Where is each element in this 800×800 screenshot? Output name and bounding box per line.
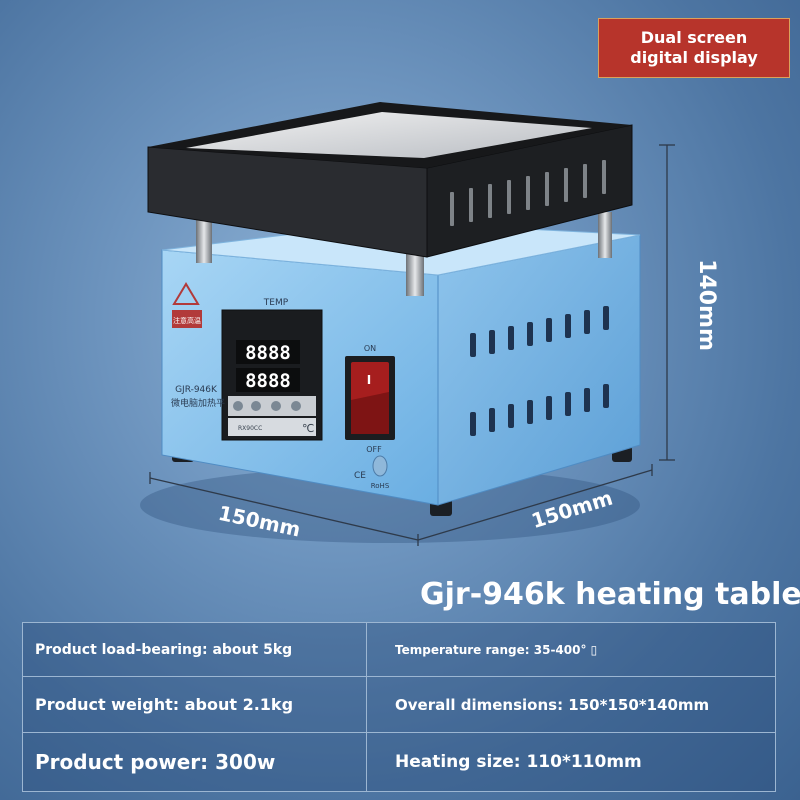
down-button-icon: [271, 401, 281, 411]
product-title: Gjr-946k heating table: [420, 577, 800, 612]
controller-brand: RX90CC: [238, 425, 262, 432]
product-illustration: 注意高温 TEMP 8888 8888 RX90CC ℃ GJR-946K 微电…: [140, 102, 719, 546]
unit-symbol: ℃: [302, 422, 314, 435]
rohs-leaf-icon: RoHS: [371, 455, 390, 490]
spec-heating-size: Heating size: 110*110mm: [395, 752, 642, 772]
ce-mark: CE: [354, 471, 366, 481]
spec-power: Product power: 300w: [23, 733, 367, 791]
display-sv: 8888: [245, 370, 291, 392]
badge-line-1: Dual screen: [640, 28, 748, 47]
warning-sticker-text: 注意高温: [173, 316, 201, 325]
warning-sticker-icon: 注意高温: [172, 282, 202, 328]
temperature-controller: TEMP 8888 8888 RX90CC ℃: [221, 298, 323, 441]
switch-symbol: I: [367, 373, 371, 387]
switch-off-label: OFF: [366, 445, 382, 454]
shift-button-icon: [251, 401, 261, 411]
spec-overall-dimensions: Overall dimensions: 150*150*140mm: [367, 677, 775, 733]
model-label: GJR-946K: [175, 385, 218, 395]
switch-on-label: ON: [364, 344, 376, 353]
up-button-icon: [291, 401, 301, 411]
height-label: 140mm: [694, 259, 719, 351]
set-button-icon: [233, 401, 243, 411]
spec-load-bearing: Product load-bearing: about 5kg: [23, 623, 367, 677]
spec-weight: Product weight: about 2.1kg: [23, 677, 367, 733]
dimension-lines: [149, 144, 675, 546]
display-pv: 8888: [245, 342, 291, 364]
power-switch: ON I OFF: [345, 344, 395, 454]
spec-temperature-range: Temperature range: 35-400° ▯: [367, 623, 775, 677]
model-cn-label: 微电脑加热平: [171, 397, 225, 409]
spec-table: Product load-bearing: about 5kg Temperat…: [22, 622, 776, 792]
feature-badge: Dual screen digital display: [598, 18, 790, 78]
badge-line-2: digital display: [630, 48, 758, 67]
panel-top-label: TEMP: [263, 298, 289, 308]
rohs-mark: RoHS: [371, 482, 390, 490]
